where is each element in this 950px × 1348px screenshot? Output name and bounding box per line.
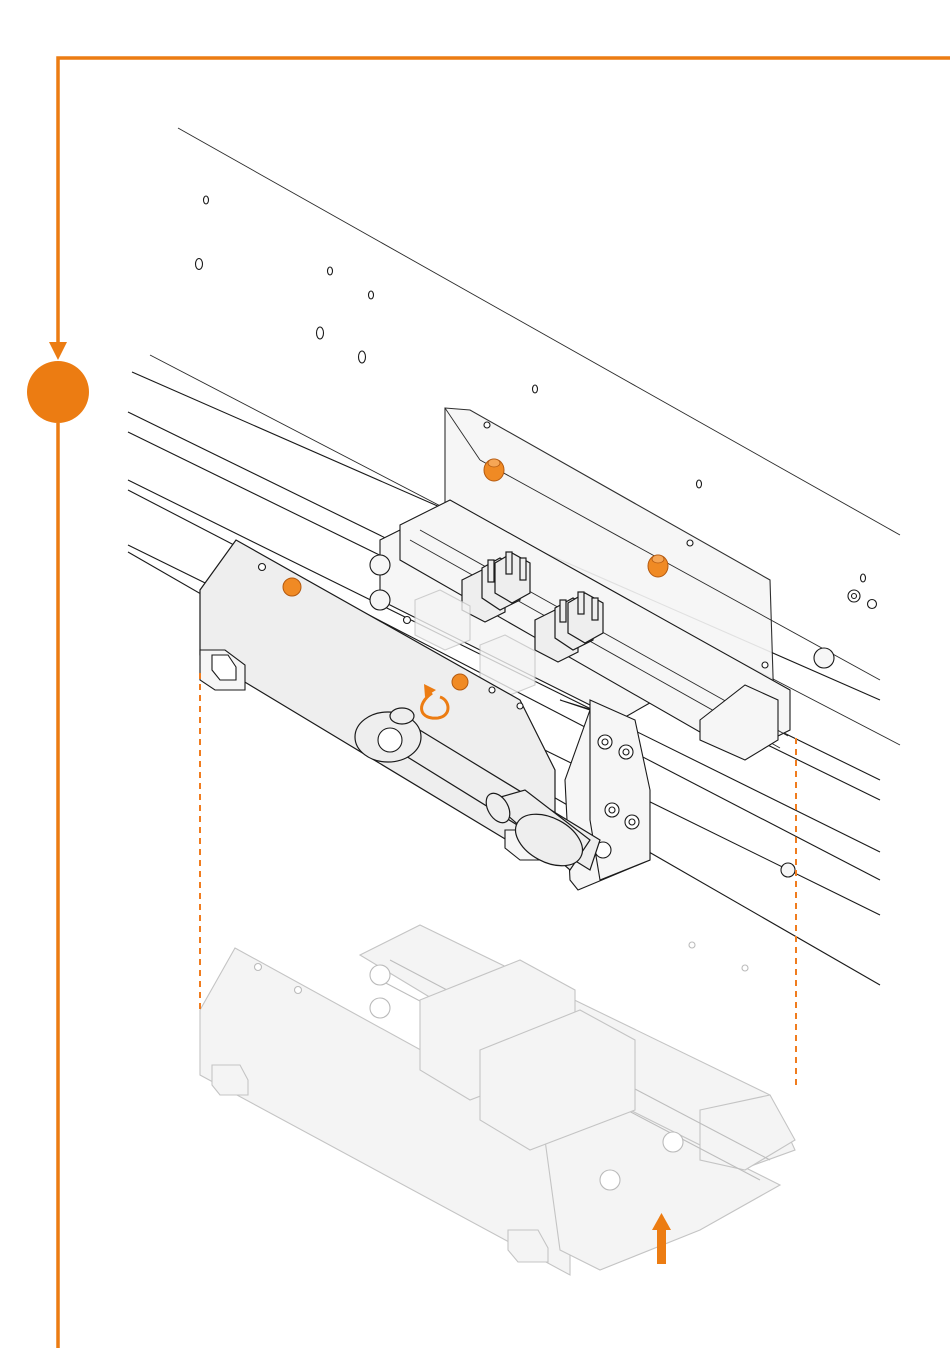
rail-hole <box>369 291 374 299</box>
rail-hole <box>359 351 366 363</box>
rail-hole <box>861 574 866 582</box>
timeline-arrow-icon <box>49 342 67 360</box>
nut-icon <box>283 578 301 596</box>
rail-hole <box>196 259 203 270</box>
rail-hole <box>204 196 209 204</box>
nut-icon <box>648 555 668 577</box>
rail-hole <box>868 600 877 609</box>
timeline-line-top <box>58 58 950 348</box>
nut-icon <box>484 459 504 481</box>
rail-hole <box>328 267 333 275</box>
step-marker-icon[interactable] <box>27 361 89 423</box>
rail-hole <box>533 385 538 393</box>
nut-icon <box>452 674 468 690</box>
terminal-assembly-ghost <box>200 925 795 1275</box>
rail-hole <box>697 480 702 488</box>
rail-hole <box>317 327 324 339</box>
